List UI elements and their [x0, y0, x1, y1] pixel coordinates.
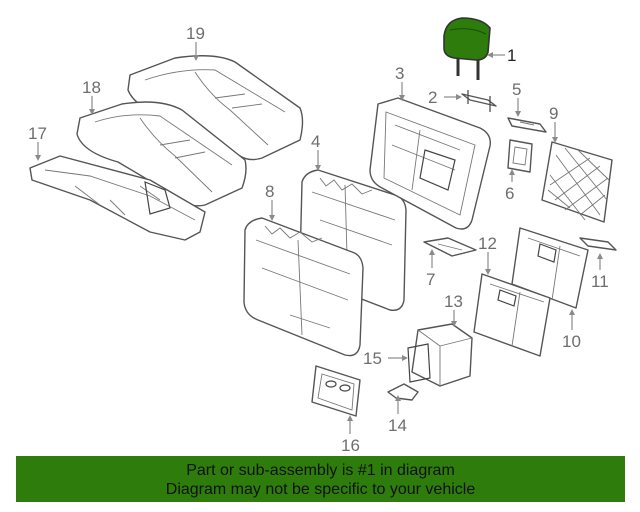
- part-12-cover[interactable]: [473, 273, 551, 357]
- part-1-headrest[interactable]: [443, 17, 491, 80]
- callout-19: 19: [186, 24, 205, 43]
- part-13-duct[interactable]: [407, 323, 473, 387]
- part-5-bracket[interactable]: [507, 117, 547, 133]
- part-17-seat-frame[interactable]: [29, 155, 206, 241]
- callout-4: 4: [311, 132, 320, 151]
- callout-6: 6: [505, 184, 514, 203]
- banner-line-part-number: Part or sub-assembly is #1 in diagram: [186, 462, 455, 479]
- part-16-control-panel[interactable]: [311, 365, 361, 417]
- callout-18: 18: [82, 78, 101, 97]
- callout-5: 5: [512, 80, 521, 99]
- banner-line-disclaimer: Diagram may not be specific to your vehi…: [165, 481, 476, 498]
- callout-2: 2: [428, 88, 437, 107]
- callout-13: 13: [444, 292, 463, 311]
- parts-diagram: 1 2 3 4 5 6 7 8 9 10 11 12 13 14 15 16 1…: [28, 17, 617, 455]
- part-18-seat-cushion[interactable]: [76, 101, 247, 207]
- part-10-cover[interactable]: [511, 227, 589, 309]
- callout-16: 16: [341, 436, 360, 455]
- callout-17: 17: [28, 124, 47, 143]
- part-2-guide-sleeve[interactable]: [461, 90, 497, 112]
- part-3-seat-frame[interactable]: [369, 97, 491, 230]
- callout-7: 7: [426, 270, 435, 289]
- leader-lines: [35, 42, 603, 434]
- callout-8: 8: [265, 182, 274, 201]
- part-6-clip[interactable]: [507, 139, 533, 173]
- callout-14: 14: [388, 416, 407, 435]
- callout-1: 1: [507, 46, 516, 65]
- callout-11: 11: [591, 272, 609, 291]
- part-14-bracket[interactable]: [387, 383, 419, 401]
- part-8-seat-back[interactable]: [243, 217, 364, 357]
- callout-9: 9: [549, 104, 558, 123]
- callout-10: 10: [562, 332, 581, 351]
- callout-3: 3: [395, 64, 404, 83]
- callout-12: 12: [478, 234, 497, 253]
- notice-banner: Part or sub-assembly is #1 in diagram Di…: [16, 456, 625, 502]
- part-11-bracket[interactable]: [579, 237, 617, 251]
- part-7-plate[interactable]: [423, 237, 477, 257]
- callout-15: 15: [363, 349, 382, 368]
- part-9-mesh-panel[interactable]: [541, 141, 613, 223]
